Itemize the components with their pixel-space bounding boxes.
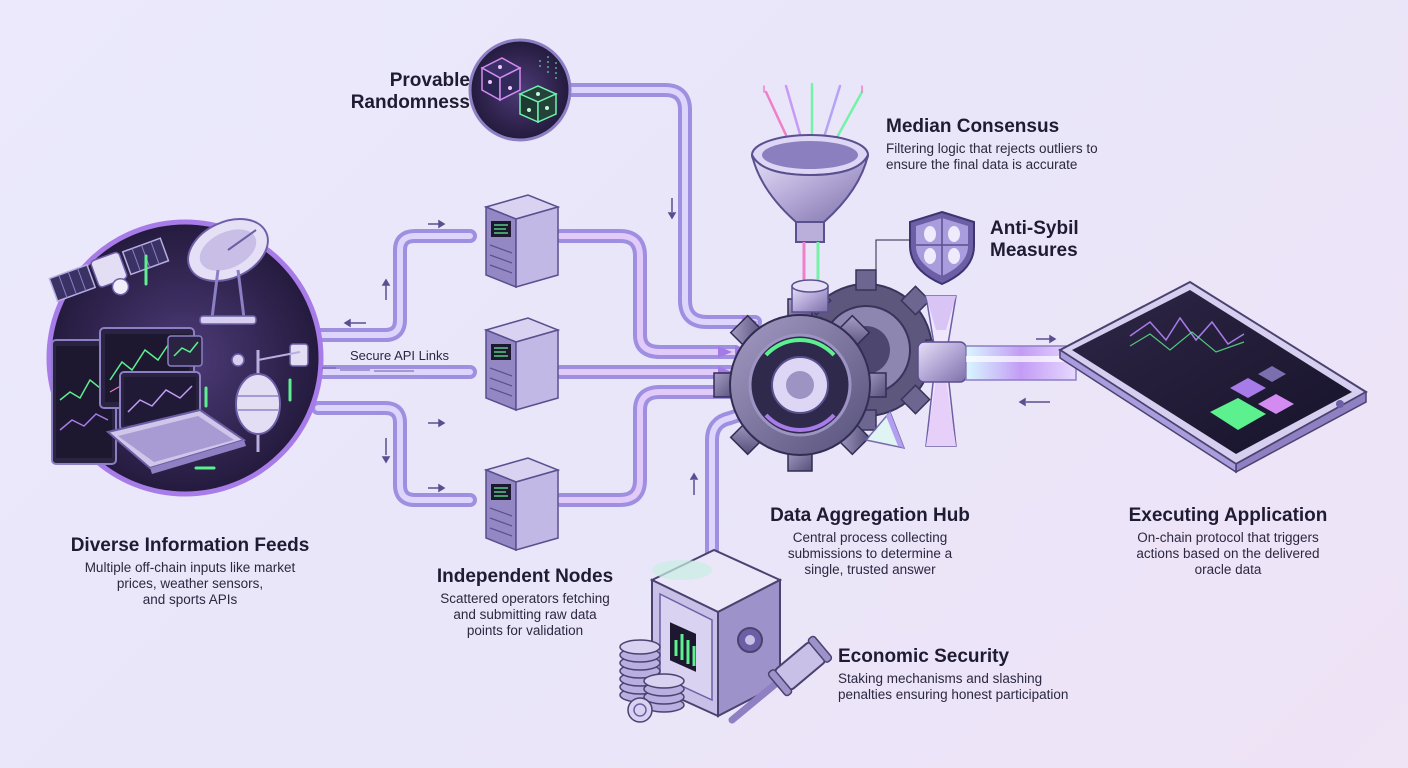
- hub-desc-line2: submissions to determine a: [787, 546, 953, 561]
- weather-sensor-icon: [231, 343, 309, 452]
- satellite-dish-icon: [187, 218, 269, 325]
- anti-sybil-title-line1: Anti-Sybil: [990, 218, 1079, 239]
- pipe-feeds-to-node-top: [311, 229, 477, 342]
- hub-desc-line1: Central process collecting: [792, 530, 948, 545]
- shield-icon: [875, 210, 975, 286]
- economic-desc-line2: penalties ensuring honest participation: [838, 687, 1069, 702]
- randomness-title-line1: Provable: [389, 70, 470, 91]
- funnel-icon: [751, 134, 869, 286]
- economic-title: Economic Security: [838, 646, 1010, 667]
- server-node-top: [483, 194, 561, 289]
- nodes-desc-line2: and submitting raw data: [453, 607, 597, 622]
- nodes-desc-line3: points for validation: [466, 623, 584, 638]
- label-secure-api-links: Secure API Links: [350, 348, 449, 363]
- output-beam: [965, 345, 1077, 381]
- api-link-signal: [322, 367, 414, 372]
- feeds-title: Diverse Information Feeds: [70, 535, 310, 556]
- server-node-middle: [483, 317, 561, 412]
- pipe-randomness-to-hub: [563, 83, 762, 329]
- app-desc-line2: actions based on the delivered: [1136, 546, 1320, 561]
- coins-icon: [619, 639, 685, 723]
- hub-desc-line3: single, trusted answer: [804, 562, 936, 577]
- app-desc-line1: On-chain protocol that triggers: [1137, 530, 1319, 545]
- nodes-title: Independent Nodes: [436, 566, 614, 587]
- feeds-desc-line1: Multiple off-chain inputs like market: [84, 560, 296, 575]
- vault-icon: [649, 548, 783, 718]
- glow-accents: [144, 254, 292, 470]
- gavel-icon: [728, 635, 833, 724]
- pipe-feeds-to-node-bottom: [311, 401, 477, 507]
- median-consensus-title: Median Consensus: [886, 116, 1060, 137]
- median-consensus-desc-line1: Filtering logic that rejects outliers to: [886, 141, 1098, 156]
- laptop-icon: [105, 408, 247, 474]
- app-title: Executing Application: [1128, 505, 1328, 526]
- data-pipes: [311, 83, 797, 567]
- label-independent-nodes: Independent Nodes Scattered operators fe…: [400, 566, 650, 639]
- anti-sybil-title-line2: Measures: [990, 240, 1078, 261]
- randomness-title-line2: Randomness: [350, 92, 470, 113]
- label-provable-randomness: Provable Randomness: [330, 70, 470, 114]
- label-data-aggregation-hub: Data Aggregation Hub Central process col…: [750, 505, 990, 578]
- pipe-node-top-to-hub: [553, 229, 742, 359]
- label-median-consensus: Median Consensus Filtering logic that re…: [886, 116, 1186, 173]
- hub-title: Data Aggregation Hub: [770, 505, 970, 526]
- label-anti-sybil: Anti-Sybil Measures: [990, 218, 1130, 262]
- nodes-desc-line1: Scattered operators fetching: [440, 591, 610, 606]
- tablet-icon: [1058, 280, 1368, 474]
- dice-icon: [468, 38, 572, 142]
- feeds-desc-line3: and sports APIs: [142, 592, 238, 607]
- server-node-bottom: [483, 457, 561, 552]
- information-feeds-illustration: [46, 218, 324, 497]
- app-desc-line3: oracle data: [1194, 562, 1262, 577]
- trading-monitors: [51, 327, 203, 465]
- output-nozzle: [917, 295, 967, 447]
- flow-arrows: [343, 198, 1057, 495]
- label-executing-application: Executing Application On-chain protocol …: [1108, 505, 1348, 578]
- feeds-desc-line2: prices, weather sensors,: [116, 576, 264, 591]
- median-consensus-desc-line2: ensure the final data is accurate: [886, 157, 1078, 172]
- label-economic-security: Economic Security Staking mechanisms and…: [838, 646, 1128, 703]
- economic-desc-line1: Staking mechanisms and slashing: [838, 671, 1043, 686]
- aggregation-gears: [713, 269, 947, 472]
- label-diverse-information-feeds: Diverse Information Feeds Multiple off-c…: [40, 535, 340, 608]
